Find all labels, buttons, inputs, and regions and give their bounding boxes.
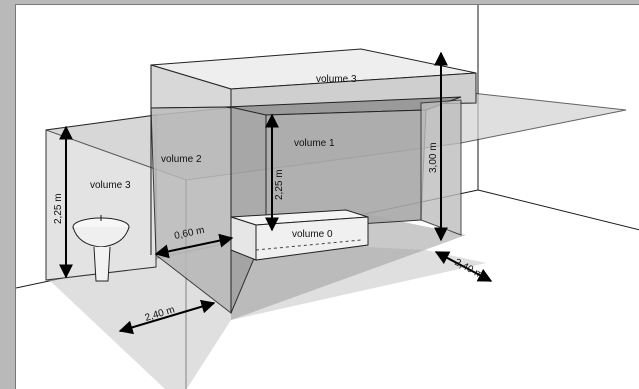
height-total-label: 3,00 m <box>428 142 439 173</box>
diagram-frame: volume 3 volume 1 volume 2 volume 3 volu… <box>15 4 639 389</box>
volume-1-label: volume 1 <box>294 138 335 149</box>
volume-3-left-label: volume 3 <box>90 180 131 191</box>
volume-1-box <box>225 96 462 314</box>
bathroom-volumes-diagram: volume 3 volume 1 volume 2 volume 3 volu… <box>16 5 639 389</box>
volume-3-top-label: volume 3 <box>316 74 357 85</box>
height-left-label: 2,25 m <box>53 193 64 224</box>
volume-3-upper-box <box>150 48 477 255</box>
dimension-arrows <box>59 51 493 335</box>
height-center-label: 2,25 m <box>274 169 285 200</box>
washbasin-icon <box>72 215 130 282</box>
volume-2-label: volume 2 <box>161 154 202 165</box>
volume-0-label: volume 0 <box>292 229 333 240</box>
floor-zone-2 <box>46 240 486 389</box>
